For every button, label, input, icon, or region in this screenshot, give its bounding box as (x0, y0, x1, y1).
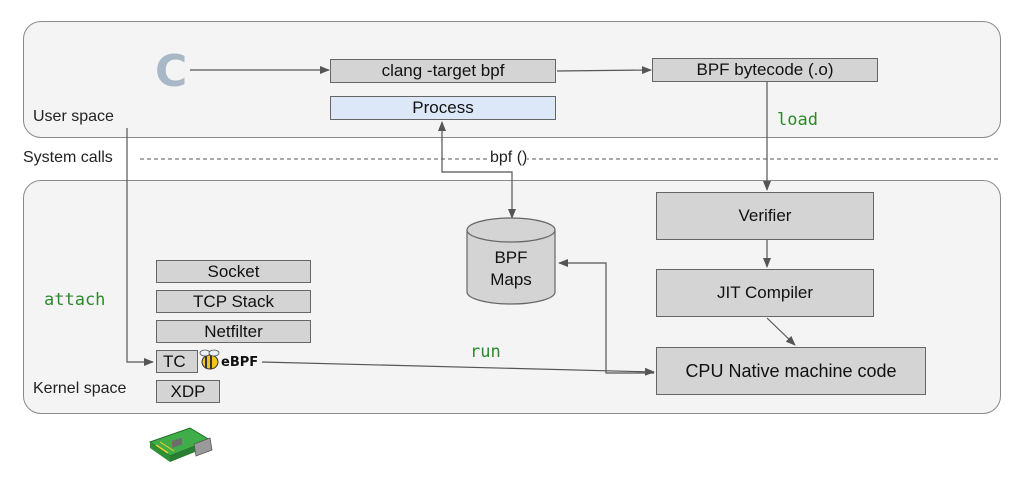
verifier-box: Verifier (656, 192, 874, 240)
hook-netfilter-box: Netfilter (156, 320, 311, 343)
native-to-maps-arrow (558, 259, 654, 374)
bpf-maps-cylinder (466, 217, 556, 305)
bpf-bytecode-box: BPF bytecode (.o) (652, 58, 878, 82)
user-space-label: User space (33, 108, 114, 125)
bpf-syscall-label: bpf () (490, 149, 528, 167)
hook-xdp-box: XDP (156, 380, 220, 403)
cpu-native-code-box: CPU Native machine code (656, 347, 926, 395)
network-card-icon (148, 427, 213, 462)
clang-compiler-box: clang -target bpf (330, 59, 556, 83)
hook-tc-box: TC (156, 350, 198, 373)
attach-label: attach (44, 290, 106, 310)
jit-to-native-arrow (766, 317, 796, 346)
system-calls-label: System calls (23, 149, 113, 167)
ebpf-bee-icon (199, 349, 220, 370)
load-label: load (777, 110, 818, 130)
run-arrow (261, 361, 655, 376)
ebpf-logo-text: eBPF (221, 355, 259, 370)
hook-socket-box: Socket (156, 260, 311, 283)
compiler-to-bytecode-arrow (556, 66, 652, 75)
bpf-syscall-arrow-to-maps (441, 140, 516, 219)
c-language-logo: C (155, 46, 188, 97)
hook-tcp-stack-box: TCP Stack (156, 290, 311, 313)
run-label: run (470, 342, 501, 362)
jit-compiler-box: JIT Compiler (656, 269, 874, 317)
attach-arrow (126, 128, 154, 366)
process-box: Process (330, 96, 556, 120)
kernel-space-label: Kernel space (33, 380, 127, 397)
